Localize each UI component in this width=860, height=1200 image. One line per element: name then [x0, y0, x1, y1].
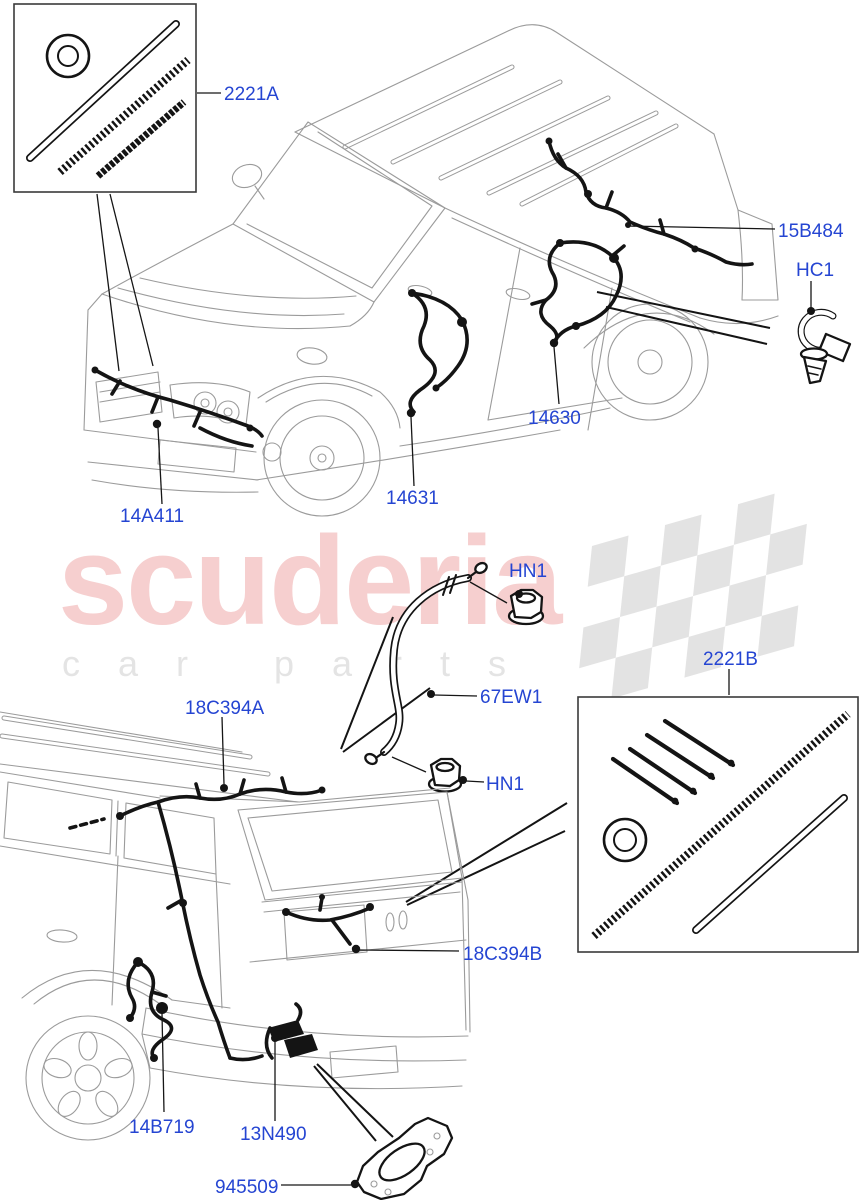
inset-box-rear-kit: [577, 696, 859, 953]
trailer-connector-illustration: [264, 1002, 318, 1060]
watermark-layer: scuderia car parts: [58, 493, 807, 699]
leader-line-nut-upper: [469, 581, 523, 604]
part-label-67ew1[interactable]: 67EW1: [480, 687, 542, 708]
part-label-hn1-upper[interactable]: HN1: [509, 561, 547, 582]
checkered-flag-watermark: [579, 493, 807, 699]
leader-line-roof-harness: [220, 716, 228, 792]
leader-line-quarter-harness: [161, 1012, 165, 1113]
rear-door-harness-illustration: [530, 239, 626, 346]
part-label-14631[interactable]: 14631: [386, 488, 439, 509]
watermark-brand-text: scuderia: [58, 510, 563, 651]
rear-wheel: [583, 303, 715, 421]
leader-line-connector: [271, 1034, 279, 1121]
part-label-945509[interactable]: 945509: [215, 1177, 278, 1198]
leader-line-rear-door: [549, 338, 560, 405]
part-label-hc1[interactable]: HC1: [796, 260, 834, 281]
leader-line-battery-cable: [427, 690, 478, 698]
leader-line-body-harness: [625, 222, 776, 230]
part-label-14a411[interactable]: 14A411: [120, 506, 184, 527]
roof-harness-illustration: [68, 776, 326, 830]
grommet: [602, 817, 648, 863]
pointer-wedge-clip: [596, 291, 771, 345]
tailgate-harness-illustration: [282, 894, 374, 946]
bracket-illustration: [355, 1116, 454, 1200]
license-plate-recess: [283, 904, 368, 961]
roof-ribs: [342, 64, 679, 207]
grille: [95, 371, 163, 423]
pointer-wedge-bracket: [313, 1063, 394, 1142]
rear-vehicle-sketch: [0, 711, 471, 1141]
front-door-harness-illustration: [408, 289, 469, 414]
part-label-14b719[interactable]: 14B719: [129, 1117, 195, 1138]
front-bumper-harness-illustration: [91, 366, 264, 448]
leader-line-front-door: [406, 408, 416, 487]
headlamp-cluster: [169, 382, 251, 426]
pillar-harness-illustration: [156, 800, 264, 1062]
part-label-2221b[interactable]: 2221B: [703, 649, 758, 670]
leader-line-clip: [807, 281, 815, 315]
leader-line-front-bumper: [152, 419, 163, 505]
part-label-18c394b[interactable]: 18C394B: [463, 944, 542, 965]
part-label-hn1-lower[interactable]: HN1: [486, 774, 524, 795]
fog-lamp: [262, 442, 282, 462]
harness-clip-illustration: [797, 308, 852, 385]
leader-lines-front-kit: [96, 92, 221, 372]
door-handle: [46, 929, 78, 943]
convoluted-tube: [591, 710, 851, 940]
door-handle: [505, 287, 531, 301]
brand-oval-badge: [296, 347, 328, 365]
part-label-14630[interactable]: 14630: [528, 408, 581, 429]
front-vehicle-sketch: [83, 24, 779, 517]
flange-nut-upper: [507, 588, 545, 626]
watermark-tagline-text: car parts: [62, 643, 544, 684]
leader-line-bracket: [281, 1179, 360, 1189]
leader-line-nut-lower: [391, 756, 485, 784]
rear-left-wheel: [21, 969, 173, 1141]
part-label-15b484[interactable]: 15B484: [778, 221, 844, 242]
pointer-wedge-battery-cable: [340, 616, 431, 753]
battery-cable-illustration: [364, 561, 488, 766]
cable-ties: [610, 718, 736, 806]
grommet: [45, 33, 91, 79]
part-label-2221a[interactable]: 2221A: [224, 84, 279, 105]
pointer-wedge-rear-kit: [405, 802, 568, 906]
inset-box-front-kit: [13, 3, 197, 193]
part-label-18c394a[interactable]: 18C394A: [185, 698, 265, 719]
flange-nut-lower: [427, 757, 463, 793]
tape-strip: [95, 99, 187, 179]
leader-line-tailgate-harness: [351, 944, 460, 954]
front-wheel: [257, 375, 401, 517]
quarter-harness-illustration: [126, 957, 174, 1062]
door-mirror: [231, 163, 263, 189]
part-label-13n490[interactable]: 13N490: [240, 1124, 307, 1145]
